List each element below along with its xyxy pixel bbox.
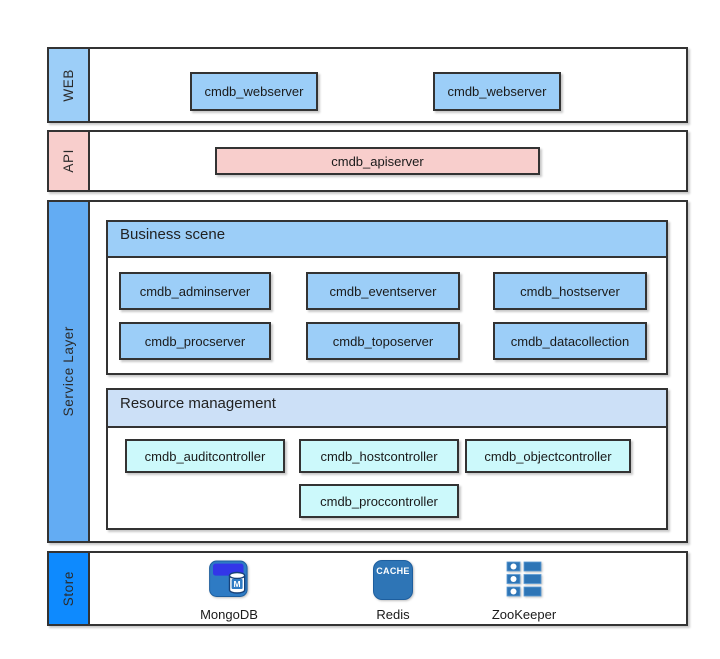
apiserver-box-label: cmdb_apiserver: [331, 153, 424, 169]
zookeeper-icon: [505, 560, 543, 600]
resource-management-title: Resource management: [120, 394, 276, 412]
webserver-box-1: cmdb_webserver: [190, 72, 318, 111]
proccontroller-box-label: cmdb_proccontroller: [320, 493, 438, 509]
layer-api-label: API: [61, 149, 76, 173]
layer-service: Service Layer Business scene cmdb_admins…: [47, 200, 688, 543]
redis-cache-badge: CACHE: [376, 566, 410, 576]
adminserver-box-label: cmdb_adminserver: [139, 283, 251, 299]
layer-api-content: cmdb_apiserver: [90, 132, 686, 190]
toposerver-box: cmdb_toposerver: [306, 322, 460, 360]
hostcontroller-box-label: cmdb_hostcontroller: [320, 448, 438, 464]
layer-web-sidebar: WEB: [49, 49, 90, 121]
layer-web-label: WEB: [61, 68, 76, 102]
business-scene-section: Business scene cmdb_adminserver cmdb_eve…: [106, 220, 668, 375]
datacollection-box-label: cmdb_datacollection: [510, 333, 630, 349]
store-item-zookeeper: ZooKeeper: [464, 560, 584, 622]
layer-web: WEB cmdb_webserver cmdb_webserver: [47, 47, 688, 123]
eventserver-box-label: cmdb_eventserver: [329, 283, 437, 299]
auditcontroller-box: cmdb_auditcontroller: [125, 439, 285, 473]
store-item-mongodb: M MongoDB: [169, 560, 289, 622]
layer-store: Store M MongoDB: [47, 551, 688, 626]
store-item-redis: CACHE Redis: [333, 560, 453, 622]
resource-management-header: Resource management: [108, 390, 666, 428]
layer-store-label: Store: [61, 570, 76, 607]
objectcontroller-box: cmdb_objectcontroller: [465, 439, 631, 473]
adminserver-box: cmdb_adminserver: [119, 272, 271, 310]
layer-service-content: Business scene cmdb_adminserver cmdb_eve…: [90, 202, 686, 541]
hostserver-box: cmdb_hostserver: [493, 272, 647, 310]
webserver-box-2: cmdb_webserver: [433, 72, 561, 111]
webserver-box-1-label: cmdb_webserver: [204, 84, 304, 99]
objectcontroller-box-label: cmdb_objectcontroller: [484, 448, 612, 464]
apiserver-box: cmdb_apiserver: [215, 147, 540, 175]
redis-cache-icon: CACHE: [373, 560, 413, 600]
datacollection-box: cmdb_datacollection: [493, 322, 647, 360]
toposerver-box-label: cmdb_toposerver: [332, 333, 434, 349]
procserver-box: cmdb_procserver: [119, 322, 271, 360]
hostcontroller-box: cmdb_hostcontroller: [299, 439, 459, 473]
proccontroller-box: cmdb_proccontroller: [299, 484, 459, 518]
auditcontroller-box-label: cmdb_auditcontroller: [144, 448, 266, 464]
mongodb-monogram: M: [234, 579, 241, 589]
layer-store-content: M MongoDB CACHE Redis: [90, 553, 686, 624]
layer-api-sidebar: API: [49, 132, 90, 190]
layer-store-sidebar: Store: [49, 553, 90, 624]
mongodb-icon: M: [209, 560, 249, 600]
business-scene-title: Business scene: [120, 225, 226, 243]
layer-web-content: cmdb_webserver cmdb_webserver: [90, 49, 686, 121]
eventserver-box: cmdb_eventserver: [306, 272, 460, 310]
zookeeper-label: ZooKeeper: [491, 607, 557, 622]
business-scene-header: Business scene: [108, 222, 666, 258]
layer-api: API cmdb_apiserver: [47, 130, 688, 192]
redis-label: Redis: [376, 607, 410, 622]
layer-service-label: Service Layer: [61, 326, 76, 417]
webserver-box-2-label: cmdb_webserver: [447, 84, 547, 99]
resource-management-section: Resource management cmdb_auditcontroller…: [106, 388, 668, 530]
layer-service-sidebar: Service Layer: [49, 202, 90, 541]
procserver-box-label: cmdb_procserver: [144, 333, 246, 349]
mongodb-label: MongoDB: [200, 607, 258, 622]
hostserver-box-label: cmdb_hostserver: [520, 283, 620, 299]
